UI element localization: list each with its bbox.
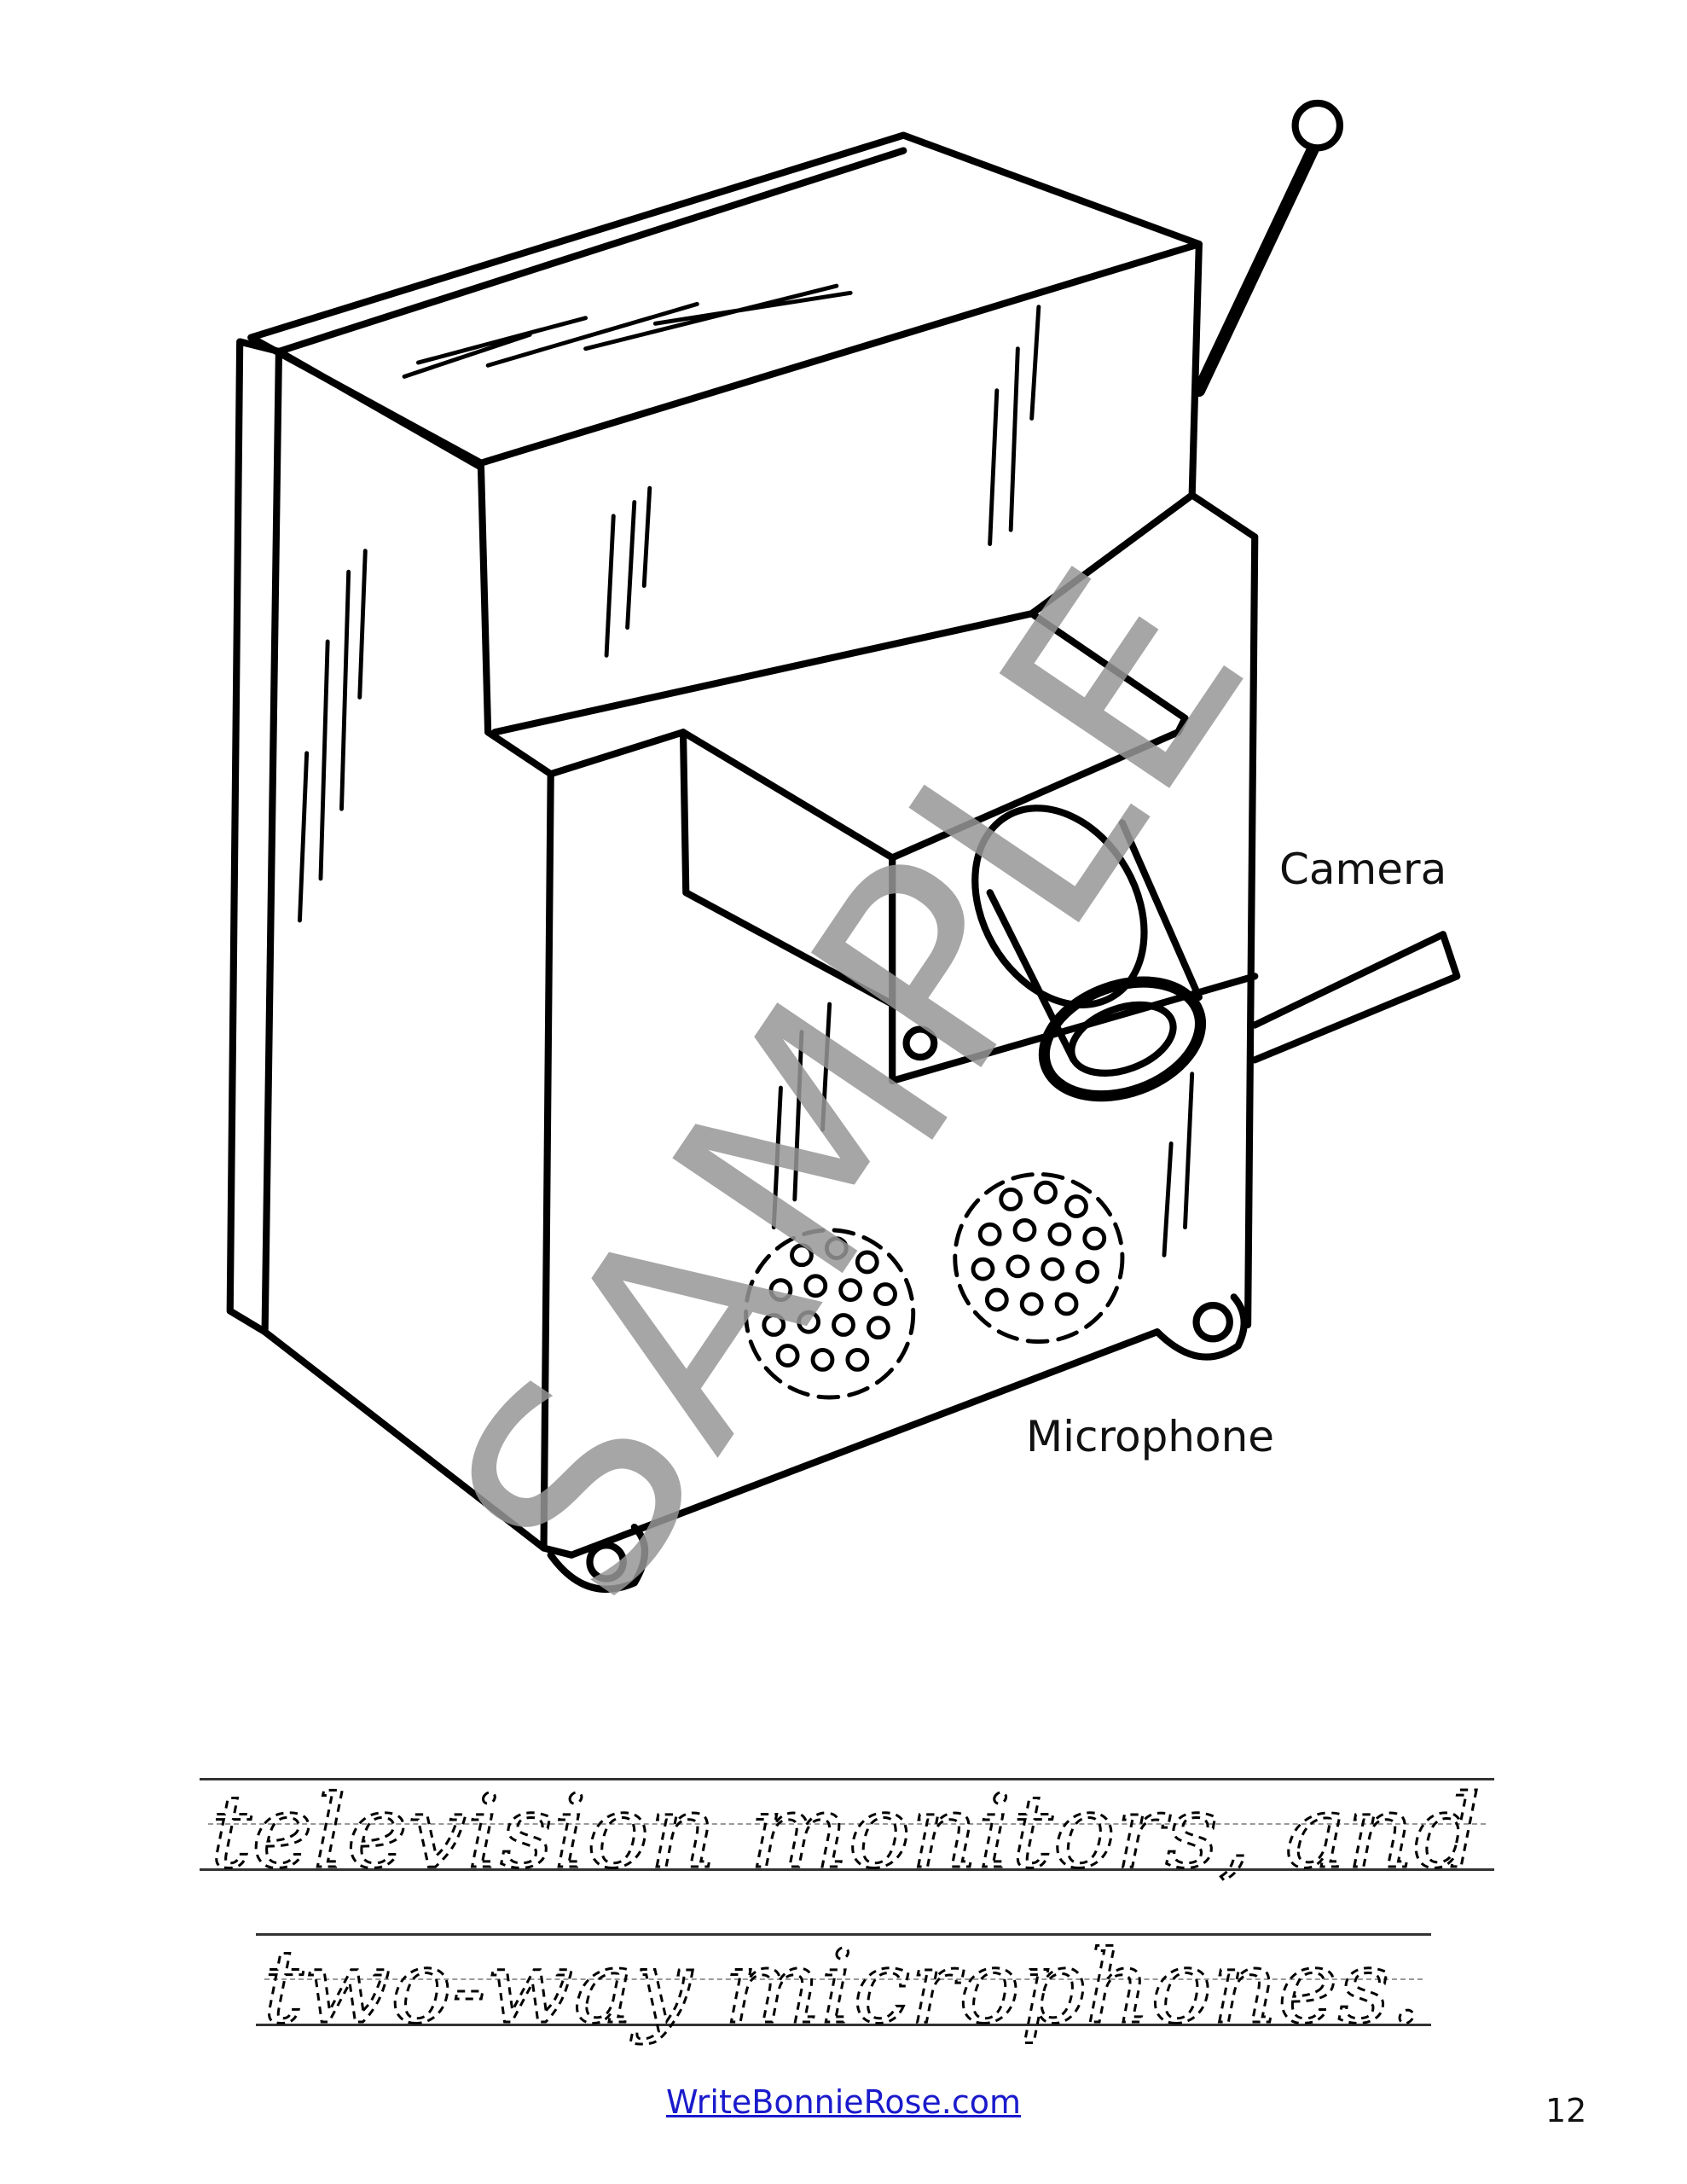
microphone-label: Microphone [1026,1412,1275,1461]
tracing-text-line-1: television monitors, and [210,1773,1481,1891]
website-link[interactable]: WriteBonnieRose.com [665,2083,1022,2121]
handwriting-line-1: television monitors, and [200,1772,1494,1892]
camera-label: Camera [1279,845,1447,894]
footer: WriteBonnieRose.com [0,2083,1687,2121]
page-number: 12 [1545,2092,1587,2129]
handwriting-line-2: two-way microphones. [256,1927,1431,2048]
tracing-text-line-2: two-way microphones. [263,1928,1423,2046]
